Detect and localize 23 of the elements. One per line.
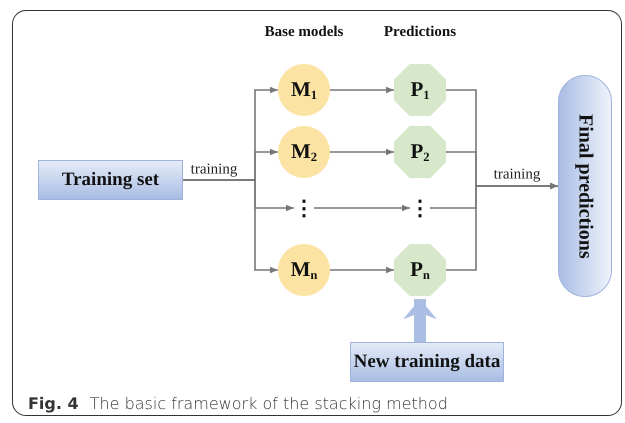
ellipsis-text: ⋮ bbox=[410, 196, 430, 220]
node-label: P$_{1}$ bbox=[410, 76, 430, 104]
arrow bbox=[330, 86, 394, 94]
node-label: P$_{2}$ bbox=[410, 138, 430, 166]
block-arrow bbox=[403, 299, 437, 342]
node-label: P$_{n}$ bbox=[410, 256, 430, 284]
arrow bbox=[446, 182, 558, 271]
figure-caption: Fig. 4 The basic framework of the stacking method bbox=[28, 394, 448, 413]
arrow bbox=[330, 266, 394, 274]
arrow bbox=[183, 179, 278, 274]
node-label: M$_{2}$ bbox=[290, 138, 318, 166]
edge-label: training bbox=[188, 162, 240, 178]
column-heading: Predictions bbox=[384, 24, 456, 41]
arrow bbox=[330, 148, 394, 156]
edge-label: training bbox=[492, 166, 542, 184]
column-heading: Base models bbox=[264, 24, 344, 41]
node-label: M$_{1}$ bbox=[290, 76, 318, 104]
node-label: Training set bbox=[62, 169, 160, 191]
node-label: New training data bbox=[354, 351, 500, 373]
node-label: M$_{n}$ bbox=[290, 256, 318, 284]
result-label: Final predictions bbox=[574, 114, 596, 258]
arrow bbox=[314, 204, 410, 212]
ellipsis-text: ⋮ bbox=[294, 196, 314, 220]
